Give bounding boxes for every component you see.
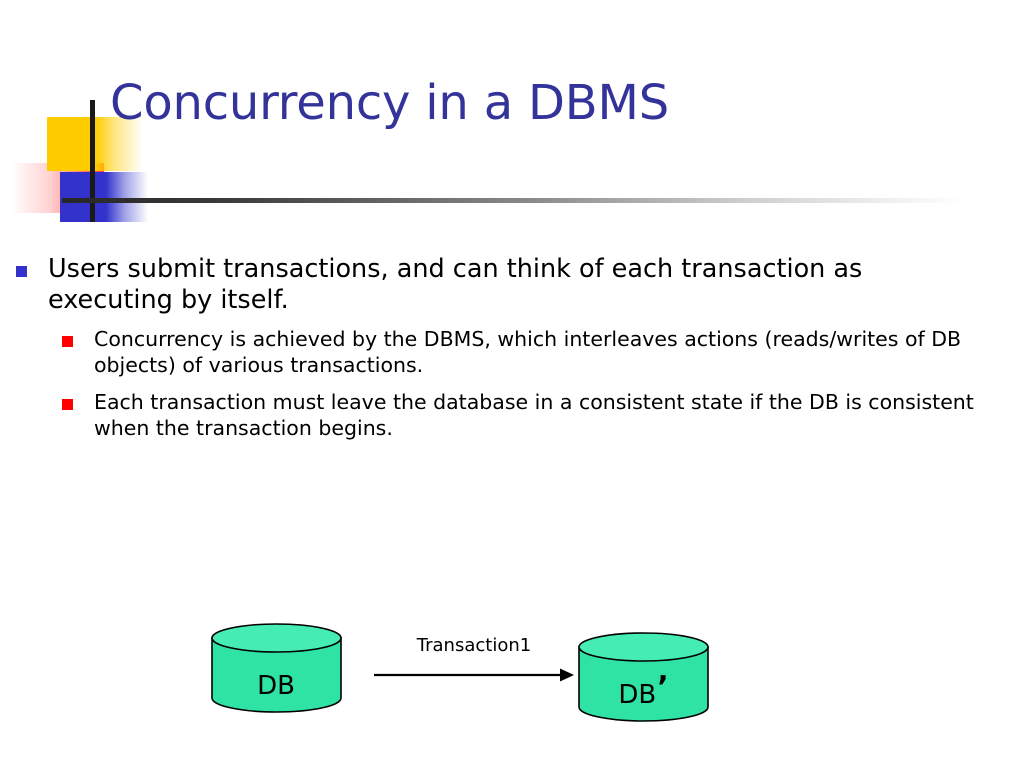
bullet-item-level1: Users submit transactions, and can think… bbox=[0, 254, 964, 317]
cylinder-shape-icon bbox=[211, 623, 342, 713]
decoration-horizontal-rule bbox=[62, 198, 964, 203]
page-title: Concurrency in a DBMS bbox=[110, 75, 669, 131]
cylinder-label-text: DB bbox=[618, 680, 657, 710]
decoration-red-block bbox=[12, 163, 104, 213]
sub-bullet-group: Concurrency is achieved by the DBMS, whi… bbox=[0, 327, 1024, 442]
square-bullet-icon bbox=[16, 266, 27, 277]
bullet-list: Users submit transactions, and can think… bbox=[0, 254, 1024, 454]
square-bullet-icon bbox=[62, 399, 73, 411]
arrow-right-icon bbox=[374, 668, 574, 682]
database-cylinder-target: DB’ bbox=[578, 632, 709, 722]
transaction-diagram: DB Transaction1 DB’ bbox=[0, 600, 1024, 750]
cylinder-label-text: DB bbox=[257, 671, 295, 701]
bullet-item-level2: Each transaction must leave the database… bbox=[0, 390, 994, 442]
bullet-text: Users submit transactions, and can think… bbox=[48, 254, 863, 316]
bullet-text: Each transaction must leave the database… bbox=[94, 390, 974, 441]
cylinder-label-prime: ’ bbox=[657, 670, 669, 705]
bullet-text: Concurrency is achieved by the DBMS, whi… bbox=[94, 326, 962, 377]
arrow-label: Transaction1 bbox=[416, 635, 532, 656]
square-bullet-icon bbox=[62, 335, 73, 347]
decoration-vertical-bar bbox=[90, 100, 95, 222]
cylinder-label: DB’ bbox=[578, 670, 709, 710]
bullet-item-level2: Concurrency is achieved by the DBMS, whi… bbox=[0, 327, 994, 379]
decoration-blue-block bbox=[60, 172, 106, 222]
cylinder-shape-icon bbox=[578, 632, 709, 722]
cylinder-label: DB bbox=[211, 661, 342, 701]
decoration-blue-fade bbox=[106, 172, 148, 222]
decoration-yellow-block bbox=[47, 117, 95, 171]
database-cylinder-source: DB bbox=[211, 623, 342, 713]
transaction-arrow-group: Transaction1 bbox=[374, 635, 574, 695]
